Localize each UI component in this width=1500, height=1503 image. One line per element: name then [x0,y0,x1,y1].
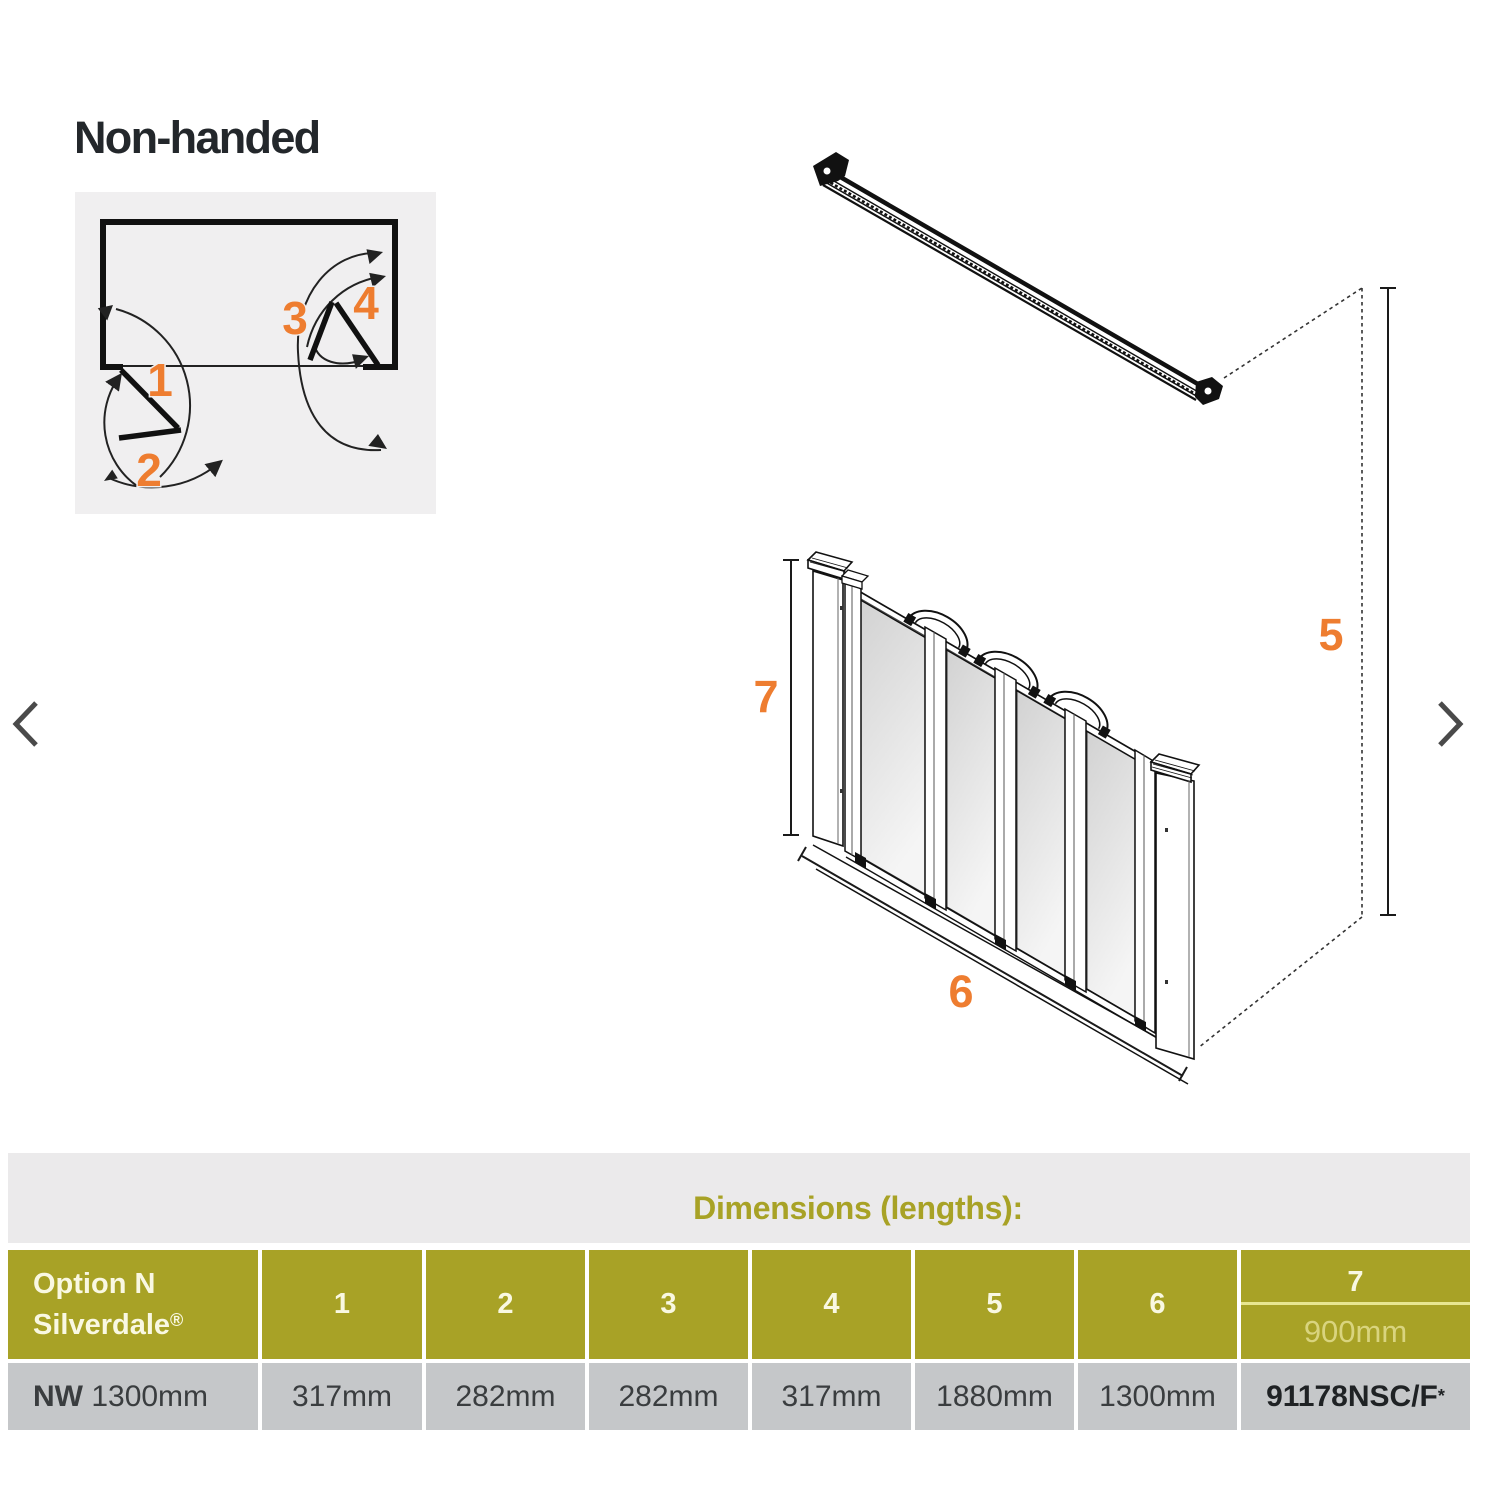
svg-text:3: 3 [282,292,308,344]
svg-text:7: 7 [753,671,778,722]
svg-text:6: 6 [948,966,973,1017]
svg-text:2: 2 [136,444,162,496]
svg-text:4: 4 [353,277,379,329]
svg-text:1: 1 [147,354,173,406]
svg-text:5: 5 [1318,609,1343,660]
